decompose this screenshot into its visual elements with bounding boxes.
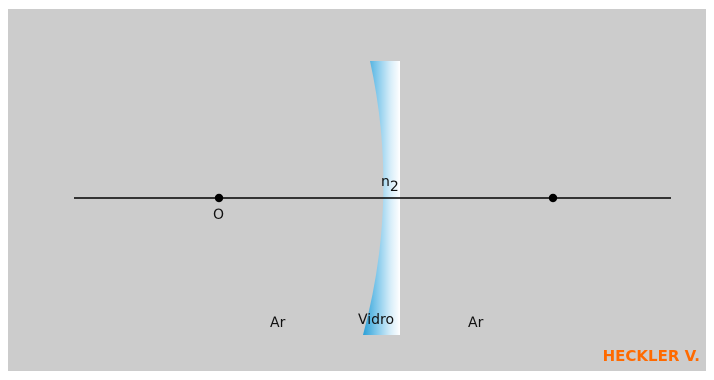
medium-lens-label: Vidro xyxy=(358,312,395,328)
medium-left-label: Ar xyxy=(270,315,286,331)
concave-lens xyxy=(363,61,400,335)
lens-diagram-svg xyxy=(74,61,671,335)
diagram-canvas: O n2 Ar Vidro Ar HECKLER V. xyxy=(8,9,706,371)
object-point xyxy=(214,193,224,203)
refractive-index-symbol: n xyxy=(381,174,390,190)
object-label: O xyxy=(213,207,225,223)
refractive-index-subscript: 2 xyxy=(389,179,399,195)
medium-right-label: Ar xyxy=(468,315,484,331)
image-point xyxy=(548,193,558,203)
author-credit: HECKLER V. xyxy=(602,347,700,365)
refractive-index-label: n2 xyxy=(381,174,399,195)
